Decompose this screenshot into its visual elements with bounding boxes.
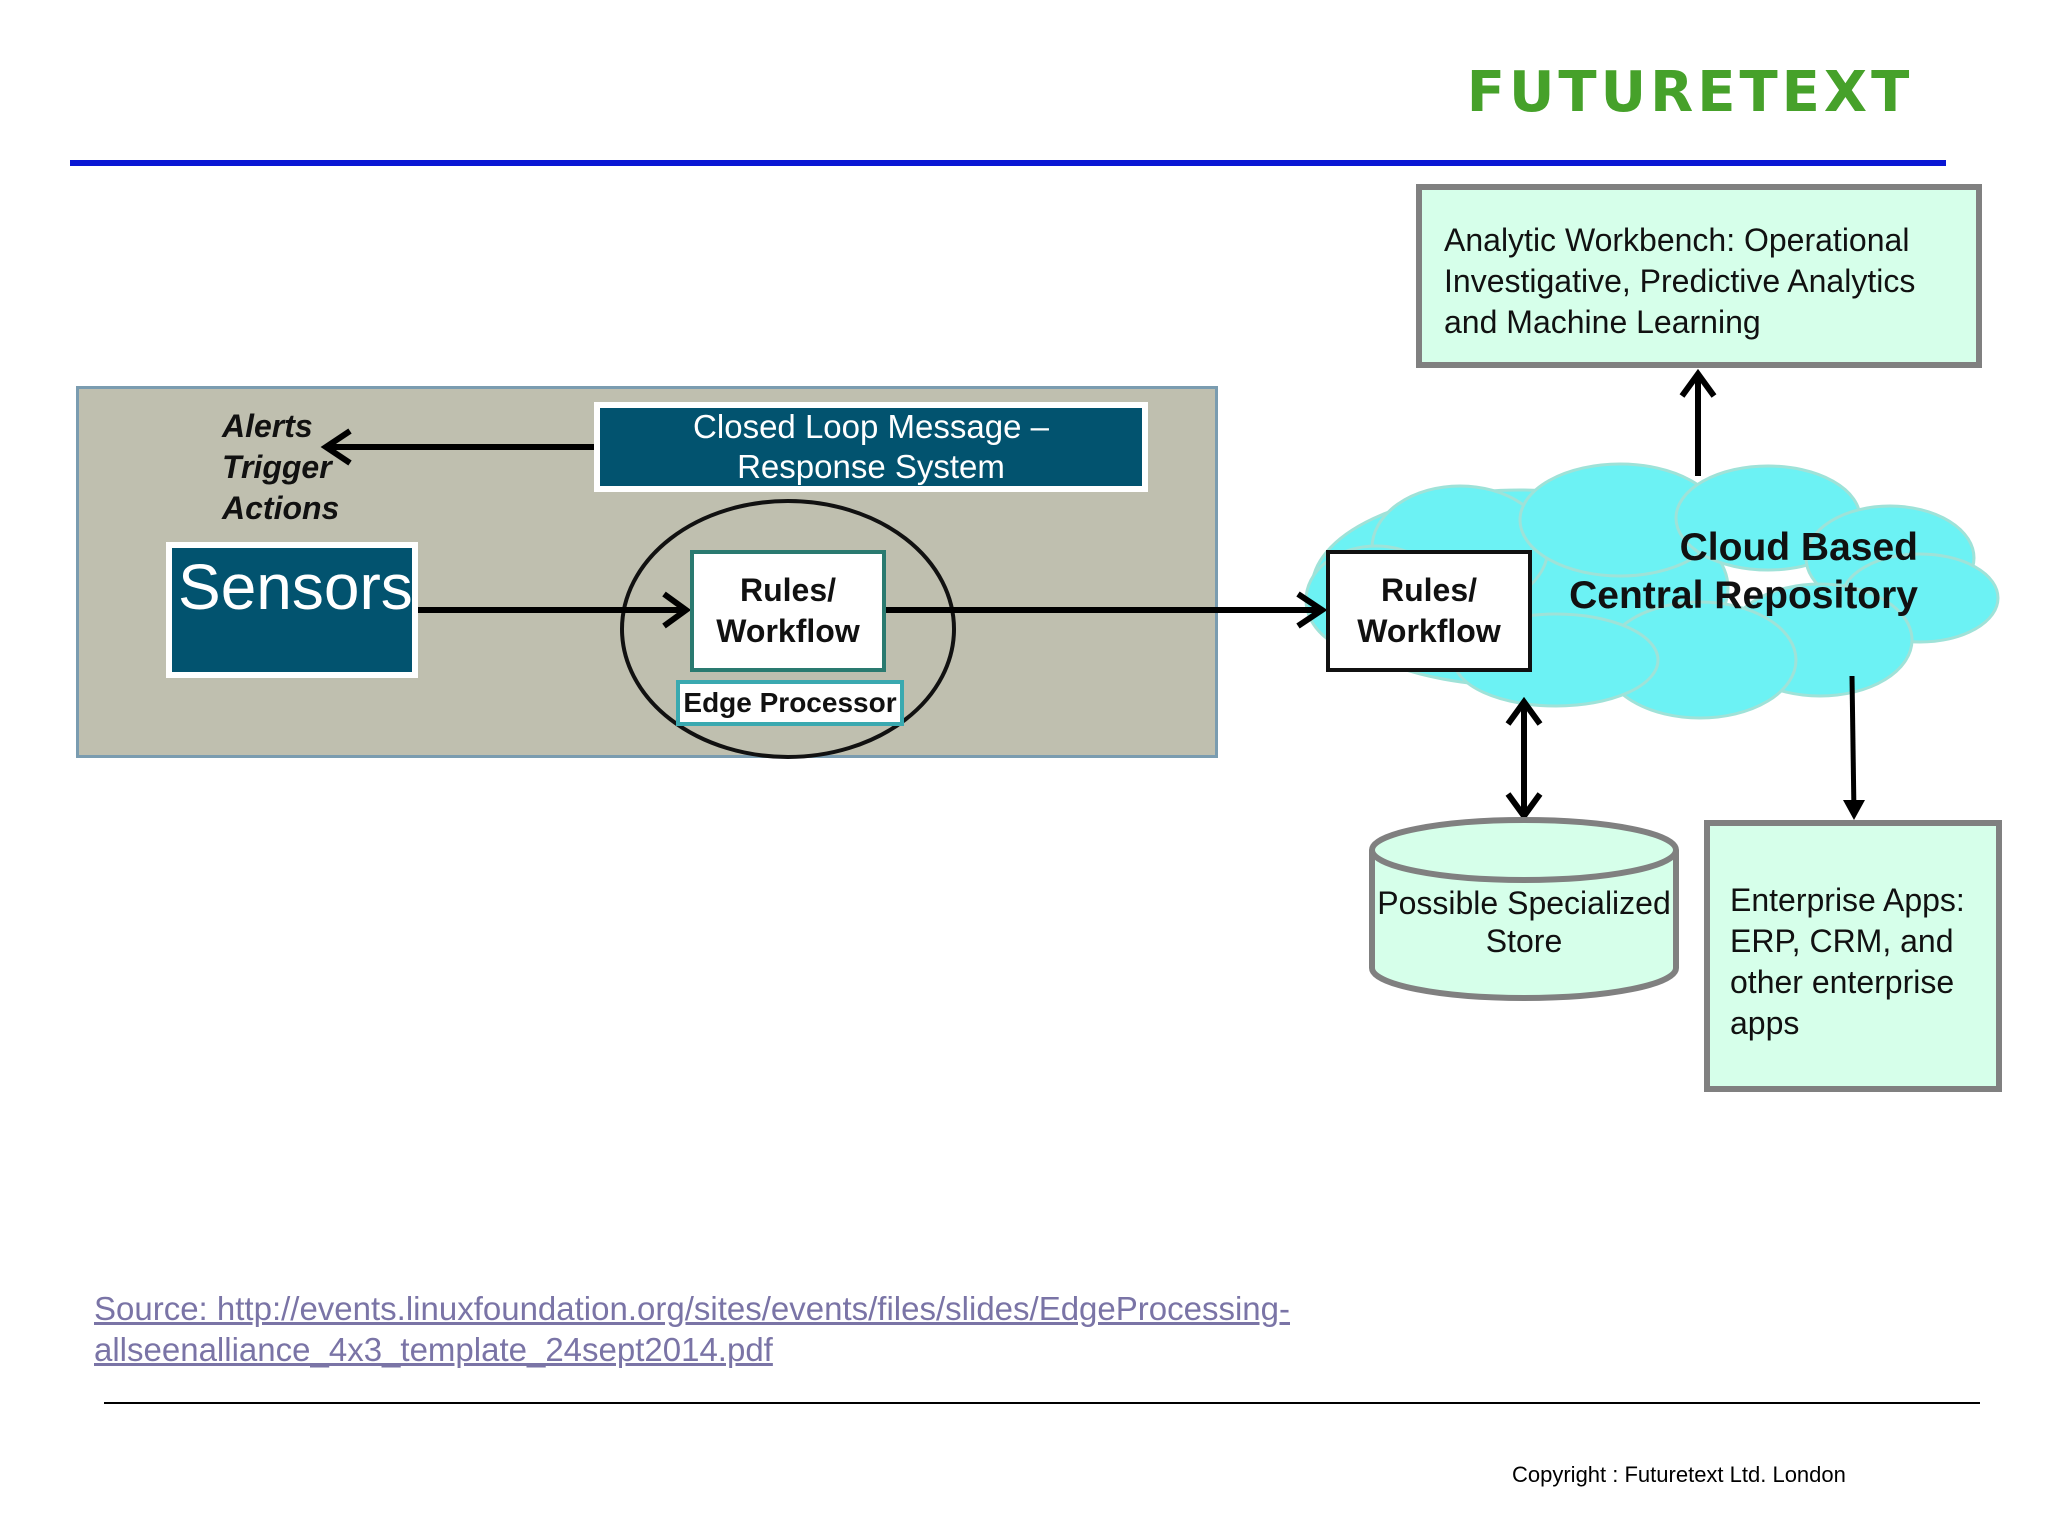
cloud-to-enterprise-arrow	[1849, 675, 1857, 815]
alerts-arrowhead	[320, 428, 352, 466]
futuretext-logo: FUTURETEXT	[1466, 60, 1914, 125]
cloud-title-line-2: Central Repository	[1569, 574, 1918, 617]
actions-line: Actions	[222, 490, 340, 526]
footer-rule	[104, 1402, 1980, 1404]
edge-processor-ellipse	[620, 499, 956, 759]
analytics-arrowhead	[1679, 368, 1717, 398]
closed-loop-response-box: Closed Loop Message – Response System	[594, 402, 1148, 492]
store-arrowhead-up	[1505, 696, 1543, 726]
edge-rules-line-1: Rules/	[739, 572, 837, 608]
edge-rules-workflow-box: Rules/ Workflow	[690, 550, 886, 672]
alerts-line: Alerts	[222, 408, 313, 444]
trigger-line: Trigger	[222, 449, 332, 485]
copyright-text: Copyright : Futuretext Ltd. London	[1512, 1462, 1846, 1487]
store-arrowhead-down	[1505, 792, 1543, 822]
cloud-title-line-1: Cloud Based	[1679, 526, 1918, 569]
edge-to-cloud-arrowhead	[1296, 591, 1328, 629]
specialized-store-label: Possible Specialized Store	[1377, 885, 1671, 959]
alerts-trigger-actions-label: Alerts Trigger Actions	[222, 406, 339, 529]
source-link[interactable]: Source: http://events.linuxfoundation.or…	[94, 1290, 1290, 1368]
edge-rules-line-2: Workflow	[716, 613, 860, 649]
header-rule	[70, 160, 1946, 166]
enterprise-apps-box: Enterprise Apps: ERP, CRM, and other ent…	[1704, 820, 2002, 1092]
cloud-rules-line-2: Workflow	[1357, 613, 1501, 649]
analytic-workbench-box: Analytic Workbench: Operational Investig…	[1416, 184, 1982, 368]
cloud-rules-workflow-box: Rules/ Workflow	[1326, 550, 1532, 672]
closed-loop-label: Closed Loop Message – Response System	[693, 408, 1049, 485]
edge-processor-label: Edge Processor	[676, 680, 904, 726]
specialized-store-cylinder	[1369, 817, 1679, 1001]
cloud-repository-title: Cloud Based Central Repository	[1546, 524, 1918, 620]
sensors-arrowhead	[662, 591, 692, 629]
enterprise-arrowhead	[1843, 800, 1865, 820]
analytic-workbench-label: Analytic Workbench: Operational Investig…	[1444, 222, 1916, 340]
sensors-box: Sensors	[166, 542, 418, 678]
cloud-rules-line-1: Rules/	[1380, 572, 1478, 608]
enterprise-apps-label: Enterprise Apps: ERP, CRM, and other ent…	[1730, 882, 1965, 1041]
sensors-label: Sensors	[178, 551, 413, 623]
